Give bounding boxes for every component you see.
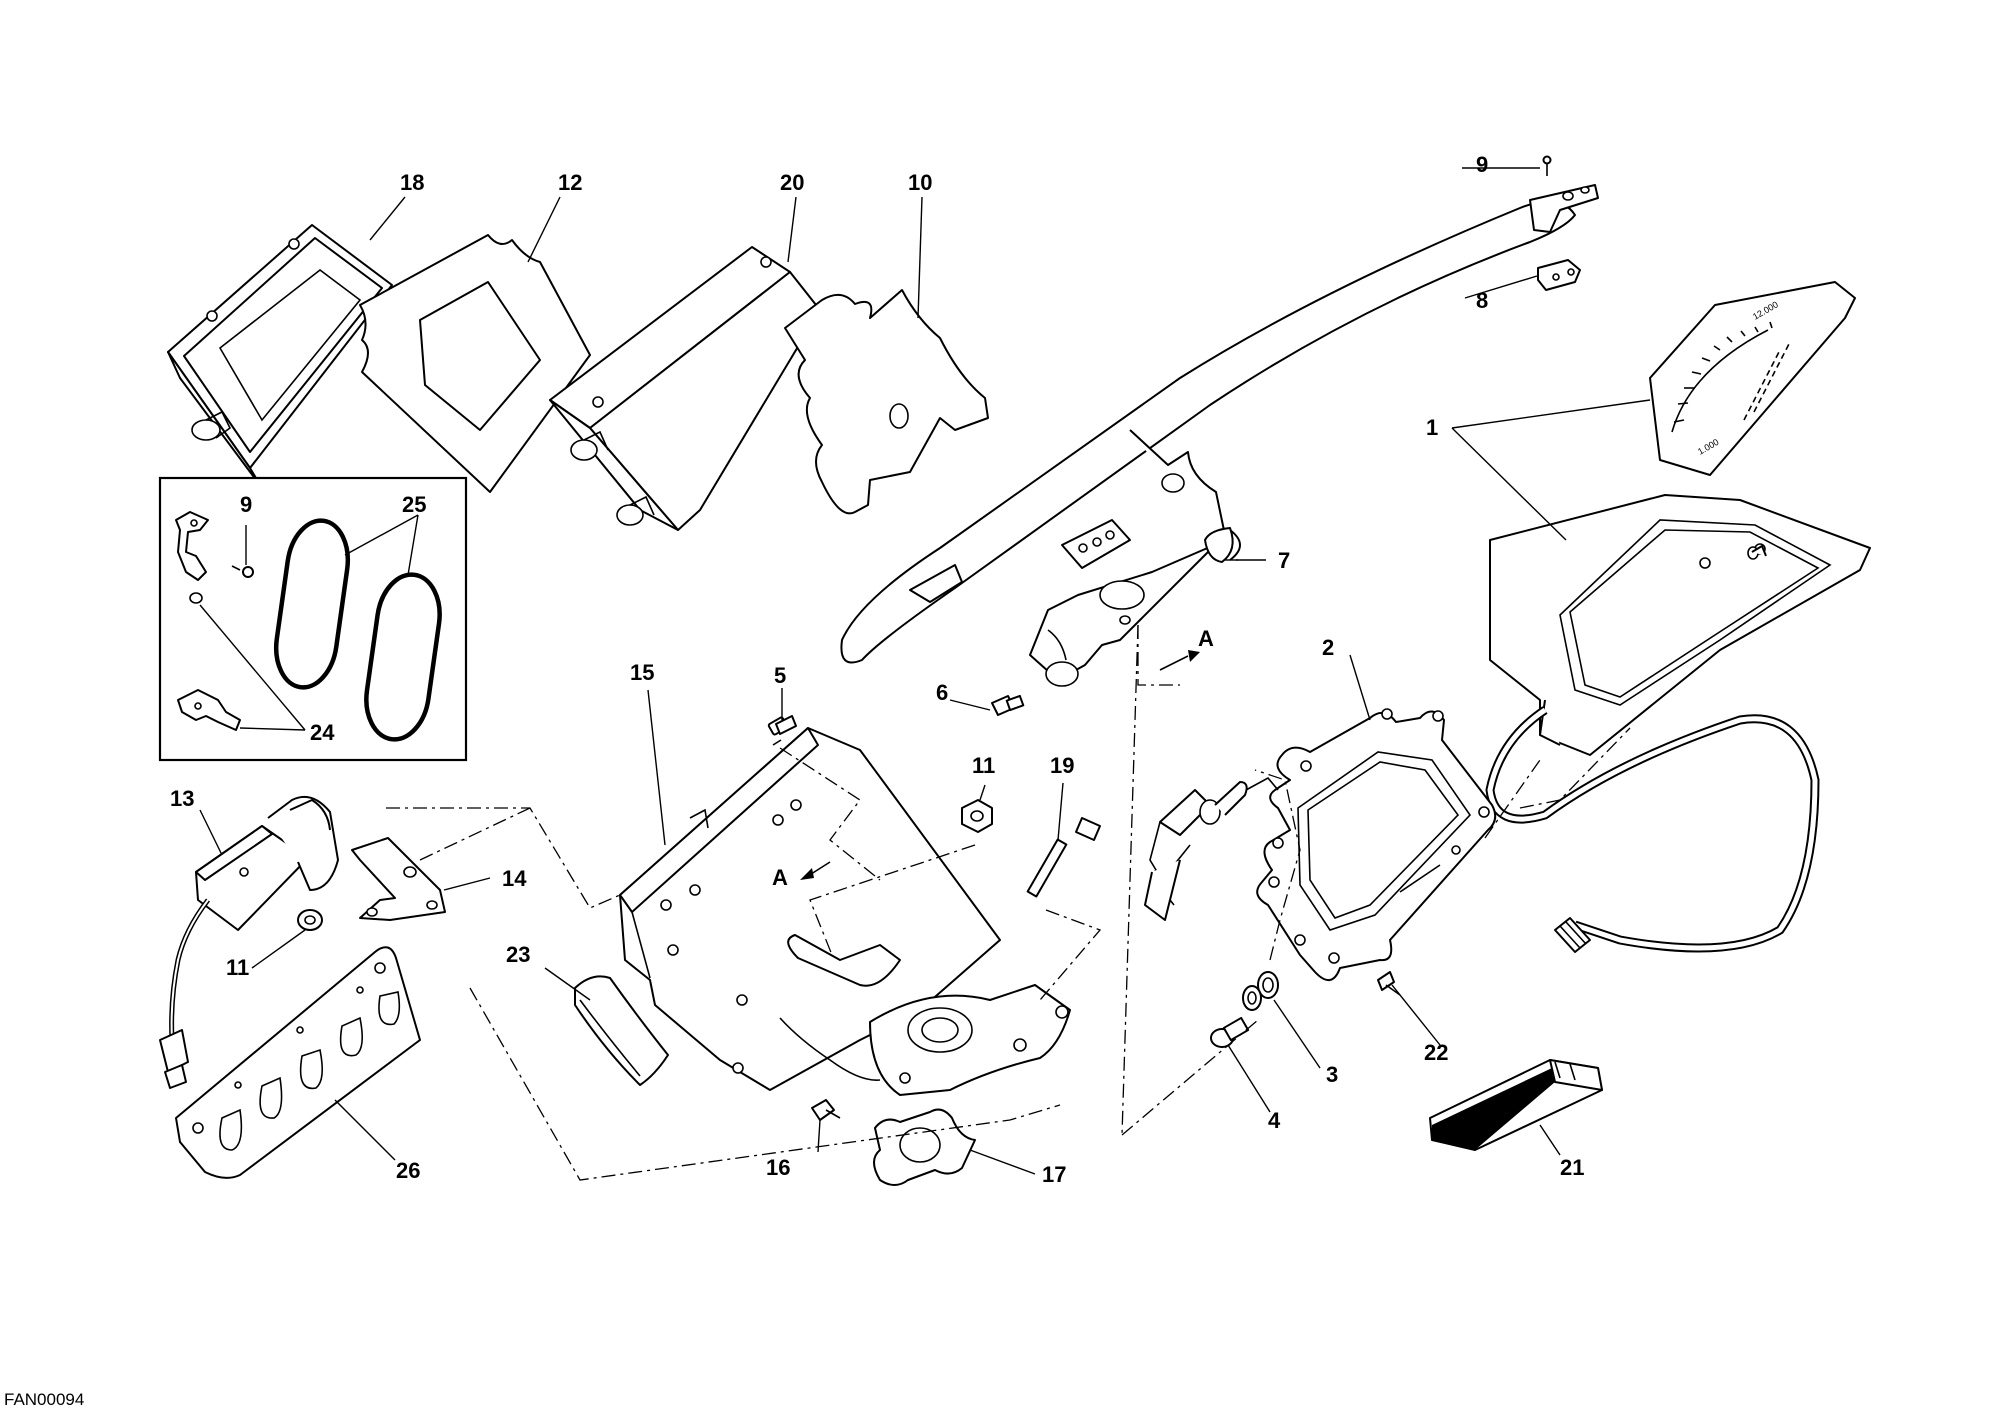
part-17-grommet-plate[interactable] (873, 1108, 976, 1186)
part-13-sensor[interactable] (159, 796, 339, 1089)
part-10-mounting-plate[interactable] (784, 289, 989, 515)
callout-19: 19 (1050, 753, 1074, 778)
section-label-a-lower: A (772, 865, 788, 890)
callout-6: 6 (936, 680, 948, 705)
callout-24: 24 (310, 720, 335, 745)
callout-13: 13 (170, 786, 194, 811)
callout-5: 5 (774, 663, 786, 688)
part-12-gasket-plate[interactable] (359, 234, 591, 493)
part-5-bolt[interactable] (767, 715, 797, 746)
section-arrow-a-upper (1159, 650, 1200, 671)
part-11-nut-lower[interactable] (297, 909, 323, 931)
part-26-comb-plate[interactable] (175, 946, 421, 1179)
callout-23: 23 (506, 942, 530, 967)
assembly-alignment-lines (386, 624, 1631, 1181)
part-3-grommet[interactable] (1242, 971, 1279, 1011)
drawing-reference-code: FAN00094 (4, 1390, 84, 1409)
callout-21: 21 (1560, 1155, 1584, 1180)
part-9-screw-top[interactable] (1542, 155, 1552, 177)
part-connector-switch[interactable] (1144, 776, 1279, 921)
part-15-lower-bracket[interactable] (619, 727, 1071, 1096)
callout-16: 16 (766, 1155, 790, 1180)
callout-3: 3 (1326, 1062, 1338, 1087)
callout-1: 1 (1426, 415, 1438, 440)
callout-11-upper: 11 (972, 753, 995, 778)
callout-8: 8 (1476, 288, 1488, 313)
part-24-clip-lower[interactable] (177, 689, 241, 731)
callout-15: 15 (630, 660, 654, 685)
callout-11-lower: 11 (226, 955, 249, 980)
callout-18: 18 (400, 170, 424, 195)
part-2-gasket-frame[interactable] (1256, 708, 1497, 981)
part-24-clip-upper[interactable] (175, 511, 209, 604)
callout-22: 22 (1424, 1040, 1448, 1065)
part-16-screw[interactable] (811, 1099, 841, 1121)
part-1-instrument-cluster[interactable] (1485, 494, 1871, 953)
part-14-bracket[interactable] (351, 837, 446, 921)
part-9-screw-inset[interactable] (231, 565, 254, 578)
callout-20: 20 (780, 170, 804, 195)
callout-9-inset: 9 (240, 492, 252, 517)
callout-26: 26 (396, 1158, 420, 1183)
part-23-rubber-pad[interactable] (574, 975, 669, 1086)
part-20-control-module[interactable] (549, 246, 821, 531)
part-22-screw[interactable] (1377, 971, 1401, 996)
section-label-a-upper: A (1198, 626, 1214, 651)
callout-9-top: 9 (1476, 152, 1488, 177)
callout-7: 7 (1278, 548, 1290, 573)
part-19-long-bolt[interactable] (1026, 817, 1101, 898)
callout-25: 25 (402, 492, 426, 517)
callout-14: 14 (502, 866, 527, 891)
callout-12: 12 (558, 170, 582, 195)
callout-17: 17 (1042, 1162, 1066, 1187)
part-7-support-arm[interactable] (840, 184, 1599, 687)
gauge-face: 1.000 12.000 (1649, 281, 1856, 476)
callout-2: 2 (1322, 635, 1334, 660)
part-8-bracket[interactable] (1537, 259, 1581, 291)
part-4-spacer[interactable] (1210, 1016, 1250, 1048)
part-11-nut-upper[interactable] (961, 799, 993, 833)
part-18-ecu-unit[interactable] (167, 224, 393, 489)
leader-lines (199, 167, 1651, 1175)
part-6-bolt[interactable] (991, 694, 1025, 716)
callout-4: 4 (1268, 1108, 1281, 1133)
callout-10: 10 (908, 170, 932, 195)
part-21-foam-strip[interactable] (1429, 1059, 1603, 1151)
section-arrow-a-lower (800, 861, 831, 880)
